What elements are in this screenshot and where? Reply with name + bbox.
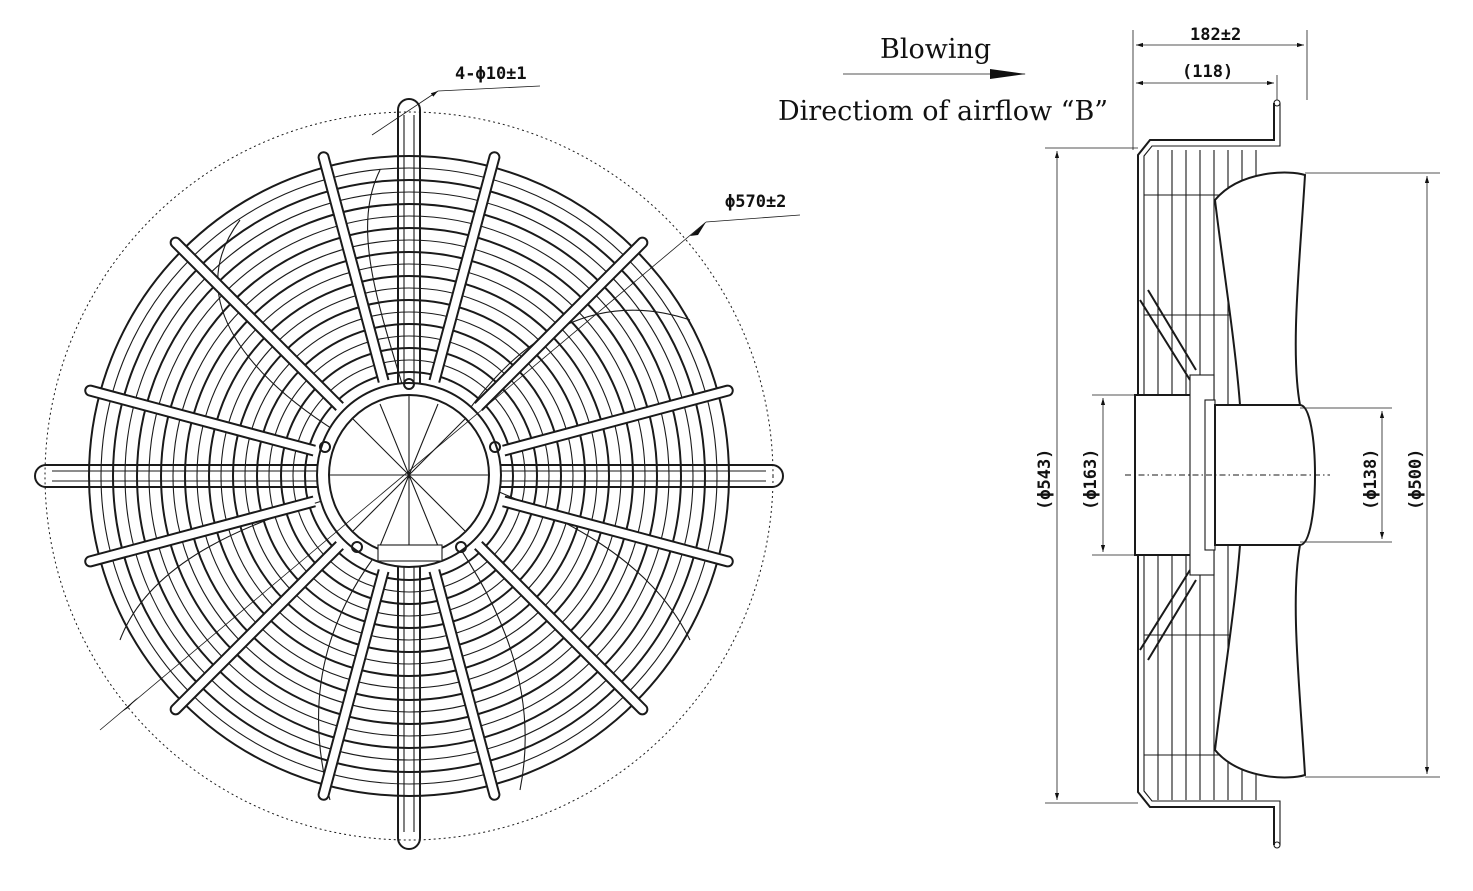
guard-ring bbox=[88, 155, 730, 797]
guard-ring bbox=[148, 215, 670, 737]
guard-ring bbox=[220, 287, 598, 665]
guard-spoke bbox=[169, 236, 344, 411]
guard-spoke bbox=[317, 569, 390, 801]
guard-rings bbox=[88, 155, 730, 797]
dia-138-label: (ϕ138) bbox=[1361, 449, 1381, 510]
dia-163-label: (ϕ163) bbox=[1081, 449, 1101, 510]
side-view: 182±2 (118) (ϕ543) (ϕ163) (ϕ138) (ϕ500) bbox=[1035, 25, 1440, 849]
guard-spoke bbox=[474, 236, 649, 411]
depth-inner-label: (118) bbox=[1182, 62, 1233, 82]
hub-bolt-bottom-right bbox=[455, 541, 467, 553]
hub bbox=[316, 378, 502, 568]
guard-spoke bbox=[502, 495, 734, 568]
guard-ring bbox=[292, 359, 526, 593]
guard-ring bbox=[244, 311, 574, 641]
guard-ring bbox=[268, 335, 550, 617]
front-view: 4-ϕ10±1 ϕ570±2 bbox=[34, 64, 801, 850]
guard-ring bbox=[232, 299, 586, 653]
guard-spokes bbox=[84, 151, 734, 801]
guard-ring bbox=[136, 203, 682, 749]
dia-543-label: (ϕ543) bbox=[1035, 449, 1055, 510]
guard-spoke bbox=[84, 495, 316, 568]
guard-ring bbox=[160, 227, 658, 725]
airflow-title: Blowing bbox=[880, 34, 991, 65]
guard-ring bbox=[172, 239, 646, 713]
hub-bolt-bottom-left bbox=[351, 541, 363, 553]
guard-spoke bbox=[317, 151, 390, 383]
guard-spoke bbox=[502, 384, 734, 457]
guard-spoke bbox=[428, 151, 501, 383]
guard-ring bbox=[196, 263, 622, 689]
guard-ring bbox=[184, 251, 634, 701]
airflow-arrow-icon bbox=[990, 69, 1026, 79]
guard-spoke bbox=[428, 569, 501, 801]
depth-total-label: 182±2 bbox=[1190, 25, 1241, 45]
hole-spec-label: 4-ϕ10±1 bbox=[455, 64, 527, 84]
hub-bolt-right bbox=[489, 441, 501, 453]
dia-500-label: (ϕ500) bbox=[1406, 449, 1426, 510]
hub-bolt-left bbox=[319, 441, 331, 453]
airflow-label: Directiom of airflow “B” bbox=[778, 96, 1108, 127]
outer-diameter-label: ϕ570±2 bbox=[725, 192, 786, 212]
guard-spoke bbox=[84, 384, 316, 457]
guard-ring bbox=[112, 179, 706, 773]
blade-side bbox=[1213, 171, 1307, 406]
guard-ring bbox=[124, 191, 694, 761]
guard-ring bbox=[280, 347, 538, 605]
guard-ring bbox=[100, 167, 718, 785]
guard-spoke bbox=[474, 541, 649, 716]
guard-ring bbox=[208, 275, 610, 677]
guard-spoke bbox=[169, 541, 344, 716]
outer-diameter-circle bbox=[44, 111, 774, 841]
airflow-direction: Blowing Directiom of airflow “B” bbox=[778, 34, 1108, 127]
guard-ring bbox=[256, 323, 562, 629]
guard-ring bbox=[304, 371, 514, 581]
hub-bolt-top bbox=[403, 378, 415, 390]
